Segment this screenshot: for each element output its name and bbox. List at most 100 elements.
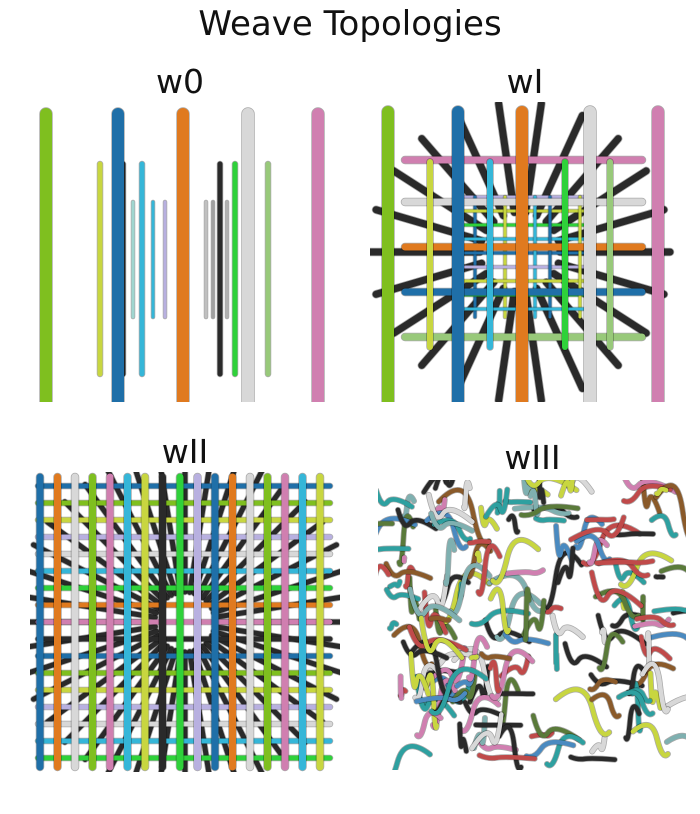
loop-strand (464, 541, 493, 580)
loop-strand (499, 654, 531, 679)
loop-strand (597, 631, 625, 672)
loop-strand (490, 537, 541, 585)
wIII-weave-image (378, 480, 686, 770)
loop-strand (599, 627, 608, 645)
loop-strand (476, 543, 503, 597)
loop-strand (414, 691, 468, 704)
panel-wIII: wIII (375, 438, 690, 778)
loop-strand (584, 516, 617, 523)
loop-strand (395, 507, 439, 531)
loop-strand (428, 615, 451, 623)
loop-strand (448, 563, 492, 616)
loop-strand (589, 735, 607, 754)
loop-strand (433, 606, 458, 641)
loop-strand (477, 753, 537, 761)
loop-strand (654, 483, 686, 536)
loop-strand (398, 674, 404, 701)
loop-strand (544, 734, 586, 768)
loop-strand (530, 713, 582, 743)
loop-strand (457, 721, 469, 754)
loop-strand (618, 551, 674, 589)
loop-strand (503, 631, 551, 646)
loop-strand (568, 515, 627, 542)
loop-strand (544, 605, 564, 615)
loop-strand (443, 538, 457, 587)
loop-strand (378, 564, 391, 577)
loop-strand (403, 565, 416, 590)
loop-strand (429, 666, 489, 716)
loop-strand (478, 505, 500, 531)
panel-wI: wI (365, 62, 685, 402)
loop-strand (589, 570, 644, 609)
loop-strand (426, 492, 475, 525)
loop-strand (621, 483, 673, 504)
panel-title-wI: wI (506, 62, 544, 101)
loop-strand (649, 513, 678, 538)
loop-strand (645, 631, 652, 666)
rod (390, 270, 490, 337)
loop-strand (407, 586, 462, 623)
loop-strand (506, 513, 520, 535)
loop-strand (461, 480, 472, 511)
loop-strand (504, 567, 546, 576)
loop-strand (415, 573, 450, 615)
loop-strand (654, 486, 669, 497)
loop-strand (431, 518, 473, 542)
loop-strand (587, 677, 618, 692)
loop-strand (392, 744, 433, 770)
loop-strand (524, 739, 576, 760)
loop-strand (454, 674, 475, 689)
loop-strand (630, 722, 671, 758)
loop-strand (616, 690, 655, 717)
loop-strand (378, 521, 395, 527)
panel-title-w0: w0 (156, 62, 204, 101)
w0-weave-image (39, 107, 325, 402)
loop-strand (502, 499, 533, 505)
loop-strand (401, 639, 449, 661)
loop-strand (594, 558, 655, 566)
loop-strand (664, 733, 686, 745)
wI-weave-image (370, 102, 675, 402)
loop-strand (533, 516, 567, 523)
loop-strand (523, 587, 532, 643)
wII-weave-image (30, 472, 340, 772)
panel-wII: wII (25, 432, 345, 777)
panel-w0: w0 (20, 62, 340, 402)
loop-strand (588, 672, 645, 689)
loop-strand (483, 617, 532, 644)
loop-strand (558, 480, 575, 498)
loop-strand (450, 674, 478, 704)
loop-strand (525, 480, 579, 493)
loop-strand (383, 561, 433, 581)
loop-strand (469, 608, 531, 627)
loop-strand (469, 654, 479, 660)
loop-strand (496, 724, 524, 770)
loop-strand (387, 620, 399, 631)
loop-strand (467, 539, 492, 546)
loop-strand (553, 687, 612, 737)
loop-strand (659, 564, 686, 574)
loop-strand (488, 587, 511, 635)
rod (542, 135, 622, 226)
loop-strand (640, 661, 671, 714)
panel-title-wIII: wIII (504, 438, 561, 477)
loop-strand (378, 489, 415, 509)
loop-strand (663, 695, 686, 710)
loop-strand (623, 704, 642, 742)
loop-strand (562, 641, 609, 670)
loop-strand (408, 651, 431, 697)
figure-title: Weave Topologies (198, 4, 502, 44)
panel-title-wII: wII (161, 432, 209, 471)
loop-strand (634, 614, 676, 628)
loop-strand (587, 537, 610, 566)
loop-strand (418, 615, 465, 660)
loop-strand (489, 648, 535, 701)
loop-strand (462, 700, 505, 718)
loop-strand (428, 511, 475, 533)
loop-strand (593, 588, 641, 620)
loop-strand (528, 488, 541, 517)
loop-strand (615, 531, 656, 538)
loop-strand (474, 550, 482, 563)
loop-strand (640, 480, 662, 515)
loop-strand (458, 695, 501, 734)
